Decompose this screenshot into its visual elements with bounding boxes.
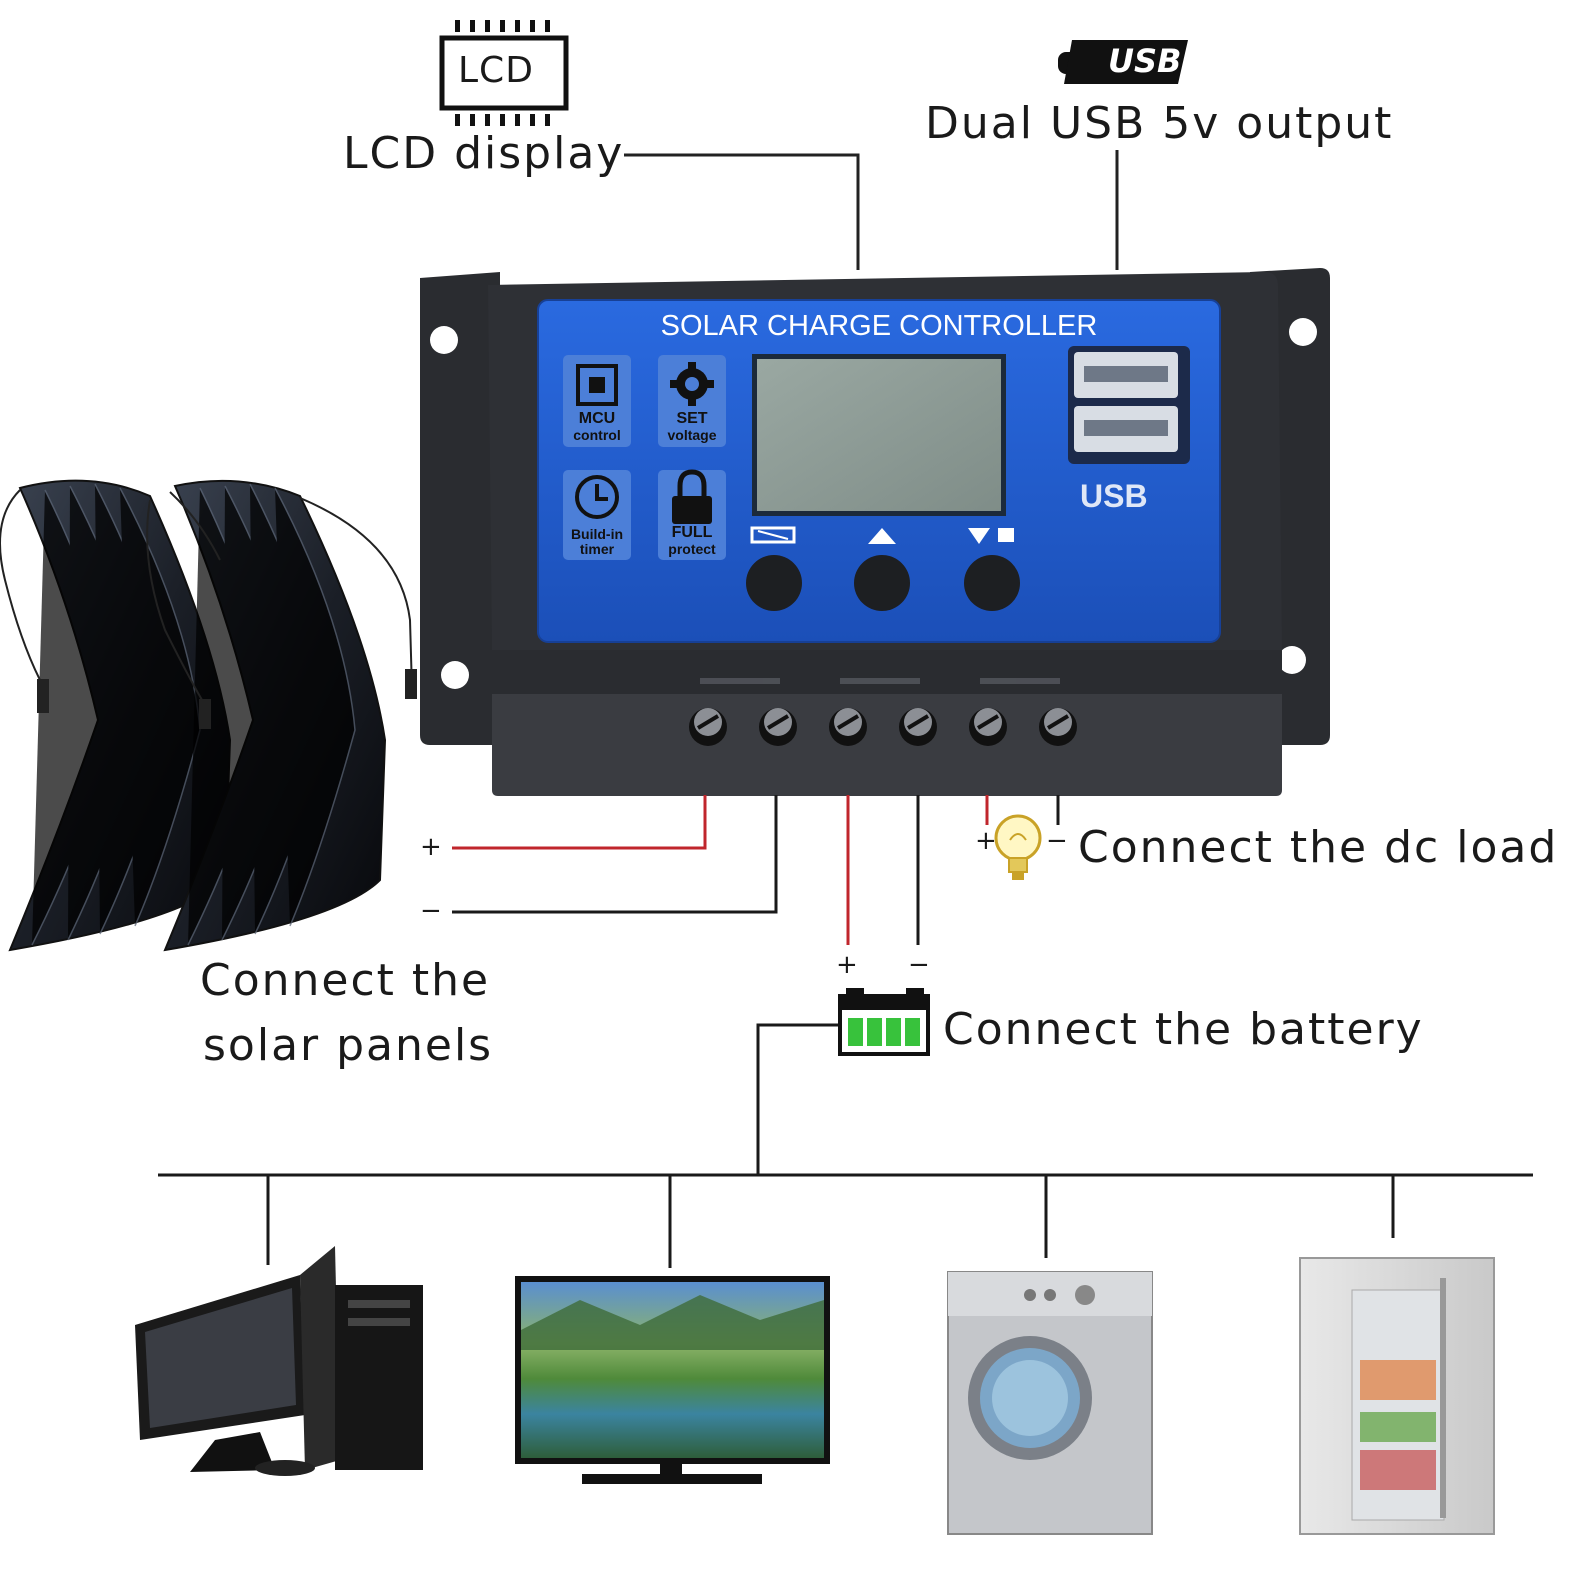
solar-negative-wire [452, 795, 778, 914]
load-plus-sign: + [975, 826, 997, 856]
light-bulb-icon [994, 814, 1042, 880]
lcd-display-label: LCD display [343, 128, 625, 179]
lcd-chip-icon [439, 20, 569, 126]
wires [158, 795, 1533, 1268]
battery-minus-sign: − [908, 950, 930, 980]
solar-label-line1: Connect the [200, 955, 491, 1006]
usb-logo-text: USB [1108, 42, 1182, 80]
solar-panel-right [163, 479, 387, 952]
refrigerator [1299, 1257, 1495, 1535]
menu-button [746, 555, 802, 611]
down-symbol-icon [968, 528, 1014, 544]
feature-timer-line2: timer [579, 541, 615, 557]
gear-icon [670, 362, 714, 406]
up-button [854, 555, 910, 611]
feature-protect-line2: protect [668, 541, 716, 557]
lcd-chip-label: LCD [458, 50, 534, 91]
terminal-screws [689, 708, 1077, 746]
feature-set-line1: SET [676, 410, 708, 427]
solar-minus-sign: − [420, 896, 442, 926]
solar-positive-wire [452, 795, 707, 850]
usb-badge: USB [1080, 478, 1148, 514]
feature-set-line2: voltage [667, 427, 717, 443]
battery-plus-sign: + [836, 950, 858, 980]
feature-mcu-line2: control [573, 427, 621, 443]
battery-icon [838, 988, 930, 1056]
usb-plug-icon [1058, 40, 1188, 84]
solar-label-line2: solar panels [203, 1020, 494, 1071]
feature-timer-line1: Build-in [570, 526, 624, 542]
solar-cables [0, 489, 417, 729]
down-button [964, 555, 1020, 611]
solar-panel-left [8, 479, 232, 952]
controller-title: SOLAR CHARGE CONTROLLER [660, 310, 1098, 342]
chip-icon [576, 364, 618, 406]
clock-icon [575, 475, 619, 519]
load-minus-sign: − [1046, 826, 1068, 856]
bus-feed-line [756, 1023, 838, 1175]
battery-label: Connect the battery [943, 1004, 1424, 1055]
feature-mcu-line1: MCU [578, 410, 616, 427]
charge-controller [420, 268, 1330, 796]
usb-output-label: Dual USB 5v output [925, 98, 1394, 149]
television [515, 1276, 830, 1484]
leader-lines [624, 150, 1119, 270]
washing-machine [947, 1271, 1153, 1535]
feature-protect-line1: FULL [671, 524, 713, 541]
load-label: Connect the dc load [1078, 822, 1559, 873]
lock-icon [672, 469, 712, 524]
menu-symbol-icon [750, 526, 796, 544]
desktop-computer [135, 1246, 423, 1476]
solar-plus-sign: + [420, 832, 442, 862]
up-symbol-icon [868, 528, 896, 544]
